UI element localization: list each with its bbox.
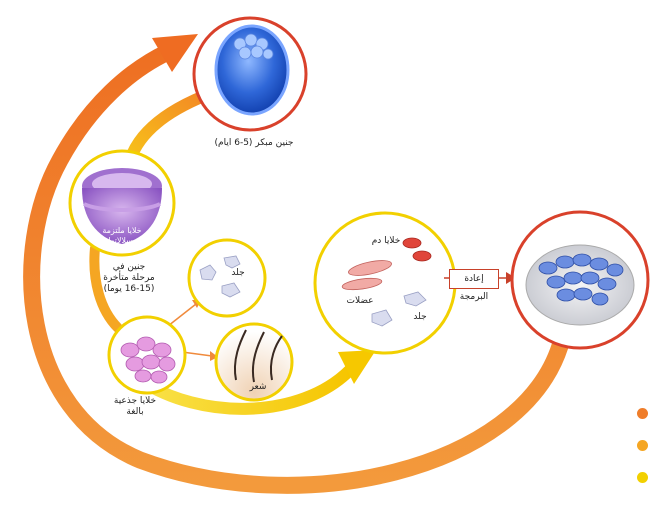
outer-orange-arrow xyxy=(23,43,569,494)
skin-small-label: جلد xyxy=(231,268,245,278)
adult-stem-label: خلايا جذعية بالغة xyxy=(113,396,157,417)
inner-arrowhead xyxy=(338,350,376,384)
blastocyst-label: جنين مبكر (5-6 ايام) xyxy=(214,138,294,148)
germ-layers-label: خلايا ملتزمة بسلالاتها xyxy=(102,226,142,245)
inner-yellow-arrow xyxy=(134,364,356,415)
outer-arrowhead xyxy=(152,34,198,72)
differentiated-circle xyxy=(313,211,457,355)
blood-label: خلايا دم xyxy=(371,236,401,246)
hair-strands xyxy=(234,329,283,383)
legend-dot-2 xyxy=(637,440,648,451)
muscle-cells xyxy=(341,260,392,291)
pointer-to-hair xyxy=(181,351,213,357)
hair-label: شعر xyxy=(249,382,267,392)
skin-small-cells xyxy=(199,255,241,298)
muscle-label: عضلات xyxy=(346,296,374,306)
ips-cell-colony xyxy=(538,253,624,306)
skin-large-label: جلد xyxy=(413,312,427,322)
pointer-to-hair-head xyxy=(210,351,218,361)
skin-large-cells xyxy=(371,291,427,327)
germ-layers-body xyxy=(82,188,162,244)
blood-cells xyxy=(402,237,432,262)
legend-dot-3 xyxy=(637,472,648,483)
germ-layers-band xyxy=(83,202,161,212)
legend-dot-1 xyxy=(637,408,648,419)
reprogramming-label: إعادة البرمجة xyxy=(449,269,499,302)
late-embryo-label: جنين في مرحلة متأخرة (15-16 يوما) xyxy=(103,262,155,294)
blastocyst-image xyxy=(214,24,290,116)
pointer-to-skin xyxy=(167,303,197,327)
blastocyst-inner-cells xyxy=(233,33,274,60)
middle-orange-arrow xyxy=(124,90,210,166)
middle-orange-arc xyxy=(89,243,123,333)
skin-small-circle xyxy=(187,238,267,318)
adult-stem-cells xyxy=(120,336,176,384)
